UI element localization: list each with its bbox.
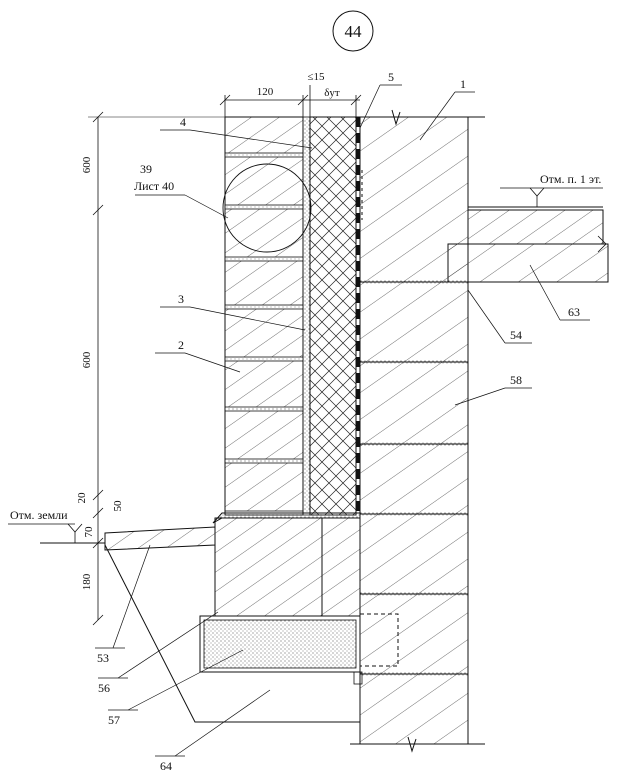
callout-64: 64 <box>155 689 271 773</box>
ground-elevation-label: Отм. земли <box>10 508 68 522</box>
dim-step-70: 70 <box>83 526 95 538</box>
svg-text:54: 54 <box>510 328 522 342</box>
svg-text:58: 58 <box>510 373 522 387</box>
svg-text:4: 4 <box>180 115 186 129</box>
elevation-floor: Отм. п. 1 эт. <box>500 172 603 207</box>
svg-text:2: 2 <box>178 338 184 352</box>
callout-53: 53 <box>95 544 151 665</box>
svg-text:53: 53 <box>97 651 109 665</box>
dim-footing-180: 180 <box>81 573 93 590</box>
plinth <box>212 512 361 617</box>
sheet-number-badge: 44 <box>332 10 374 52</box>
sheet-number: 44 <box>345 22 363 41</box>
callout-4: 4 <box>160 115 313 149</box>
dim-step-50: 50 <box>112 500 124 512</box>
svg-text:56: 56 <box>98 681 110 695</box>
blind-area <box>104 526 216 551</box>
callout-63: 63 <box>529 264 590 321</box>
callout-3: 3 <box>160 292 306 331</box>
ground-and-trench <box>40 542 399 723</box>
callout-5: 5 <box>359 70 402 129</box>
svg-text:63: 63 <box>568 305 580 319</box>
callout-57: 57 <box>108 649 244 727</box>
left-dimensions: 600 600 20 50 70 180 <box>76 111 225 626</box>
svg-text:1: 1 <box>460 77 466 91</box>
callout-1: 1 <box>419 77 475 141</box>
callout-58: 58 <box>454 373 532 406</box>
dim-gap-width: ≤15 <box>307 71 325 83</box>
bearing-wall <box>350 109 485 753</box>
svg-text:57: 57 <box>108 713 120 727</box>
callout-39: 39 Лист 40 <box>134 162 229 219</box>
facing-brick <box>224 116 304 516</box>
dim-height-lower: 600 <box>81 351 93 368</box>
floor-slab <box>447 206 609 283</box>
detail-circle <box>222 163 312 253</box>
dim-step-20: 20 <box>76 492 88 504</box>
elevation-ground: Отм. земли <box>8 508 83 543</box>
svg-text:3: 3 <box>178 292 184 306</box>
svg-text:Лист 40: Лист 40 <box>134 179 174 193</box>
svg-text:64: 64 <box>160 759 172 773</box>
svg-text:5: 5 <box>388 70 394 84</box>
dim-brick-width: 120 <box>257 86 274 98</box>
floor-elevation-label: Отм. п. 1 эт. <box>540 172 601 186</box>
insulation-layer <box>302 116 357 516</box>
callout-54: 54 <box>467 289 532 344</box>
callout-2: 2 <box>155 338 241 373</box>
dim-insulation-width: δут <box>324 87 340 99</box>
dim-height-upper: 600 <box>81 156 93 173</box>
svg-text:39: 39 <box>140 162 152 176</box>
top-dimensions: 120 ≤15 δут <box>219 71 362 117</box>
callout-56: 56 <box>98 611 219 695</box>
